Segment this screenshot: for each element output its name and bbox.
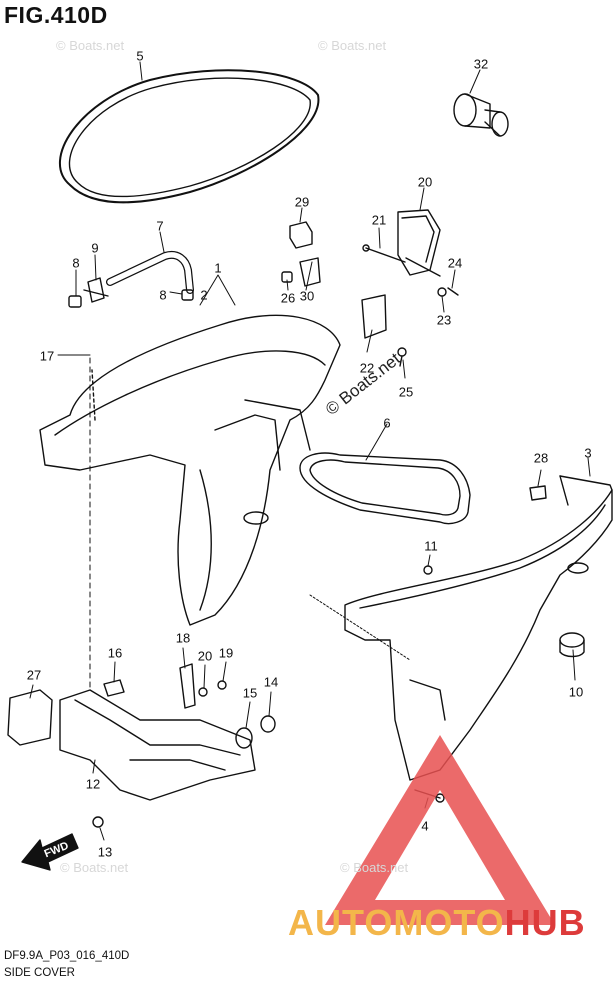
callout-6[interactable]: 6 [383,415,391,431]
brand-part-1: AUTOMOTO [288,902,505,943]
part-10-grommet [559,632,585,658]
part-15-grommet [235,727,253,749]
callout-5[interactable]: 5 [136,48,144,64]
part-25-pin [447,287,459,296]
callout-25[interactable]: 24 [447,255,463,271]
part-21-bracket [397,209,441,277]
callout-12[interactable]: 12 [85,776,101,792]
callout-4[interactable]: 4 [421,818,429,834]
callout-13[interactable]: 13 [97,844,113,860]
part-30-block [289,221,313,249]
callout-18[interactable]: 18 [175,630,191,646]
leader-lines [29,61,591,841]
part-12-lower-frame [59,689,256,801]
callout-20[interactable]: 20 [197,648,213,664]
callout-22[interactable]: 21 [371,212,387,228]
automotohub-logo-triangle [325,735,555,925]
callout-7[interactable]: 7 [156,218,164,234]
callout-27[interactable]: 26 [280,290,296,306]
part-16-clip [103,679,125,697]
callout-15[interactable]: 15 [242,685,258,701]
callout-11[interactable]: 11 [424,538,438,554]
part-22-bolt [362,244,406,263]
callout-8-right[interactable]: 8 [159,287,167,303]
callout-8-left[interactable]: 8 [72,255,80,271]
part-8-clip-right [181,289,194,301]
part-3-lower-side-cover [344,475,613,781]
callout-29[interactable]: 28 [533,450,549,466]
callout-1[interactable]: 1 [214,260,222,276]
callout-19[interactable]: 19 [218,645,234,661]
part-8-clip-left [68,295,82,308]
callout-30[interactable]: 29 [294,194,310,210]
automotohub-logo-text: AUTOMOTOHUB [288,902,586,944]
callout-23[interactable]: 22 [359,360,375,376]
part-1-upper-side-cover [39,314,341,626]
part-20-washer [198,687,208,697]
figure-title: FIG.410D [4,2,108,28]
watermark-2: © Boats.net [318,38,387,53]
callout-17[interactable]: 17 [39,348,55,364]
part-14-grommet [260,715,276,733]
part-31-bracket [299,257,321,287]
fwd-arrow [21,833,79,871]
callout-9[interactable]: 9 [91,240,99,256]
part-5-seal-ring [58,69,320,204]
callout-16[interactable]: 16 [107,645,123,661]
part-6-gasket [299,452,471,525]
watermark-3: © Boats.net [60,860,129,875]
figure-caption: SIDE COVER [4,967,75,979]
part-9-clip [83,277,109,303]
figure-code: DF9.9A_P03_016_410D [4,950,130,962]
part-23-link [361,294,387,339]
callout-3[interactable]: 3 [584,445,592,461]
part-11-screw [423,565,433,575]
part-24-washer [437,287,447,297]
callout-26[interactable]: 25 [398,384,414,400]
callout-32[interactable]: 32 [473,56,489,72]
part-26-bolt [397,347,407,367]
callout-14[interactable]: 14 [263,674,279,690]
part-18-bracket [179,663,196,709]
watermark-1: © Boats.net [56,38,125,53]
part-29-plug [529,485,547,501]
callout-2[interactable]: 2 [200,287,208,303]
part-28-pad [7,689,53,746]
part-13-screw [92,816,104,828]
part-19-bolt [217,680,227,690]
callout-31[interactable]: 30 [299,288,315,304]
brand-part-2: HUB [504,902,586,943]
watermark-4: © Boats.net [340,860,409,875]
callout-24[interactable]: 23 [436,312,452,328]
callout-21[interactable]: 20 [417,174,433,190]
part-7-hose [106,251,194,294]
part-32-plug [453,93,509,137]
callout-28[interactable]: 27 [26,667,42,683]
callout-10[interactable]: 10 [568,684,584,700]
